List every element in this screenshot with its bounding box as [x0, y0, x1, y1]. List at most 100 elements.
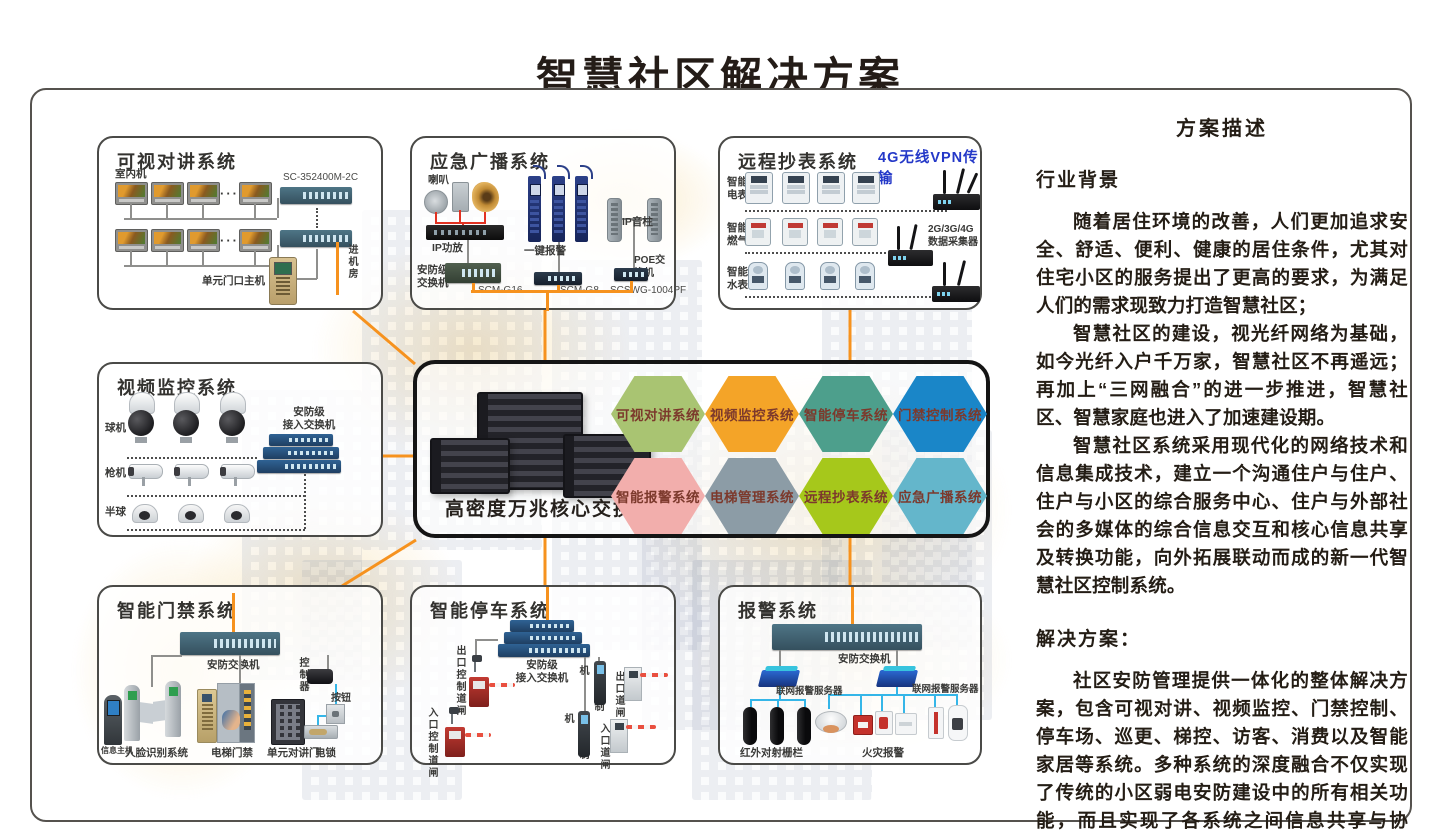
barrier-arm [489, 683, 515, 687]
ir-fence-label: 红外对射栅栏 [740, 747, 803, 759]
system-box-access: 智能门禁系统 安防交换机 信息主机 人脸识别系统 电梯门禁 单元对讲门 控制器 … [97, 585, 383, 765]
electric-meter-icon [817, 172, 845, 204]
gas-meter-icon [782, 218, 808, 246]
water-meter-icon [748, 262, 768, 290]
hexagon-label: 智能报警系统 [616, 490, 700, 505]
hexagon-label: 电梯管理系统 [710, 490, 794, 505]
lane-camera-icon [472, 655, 482, 672]
dotted-link [127, 529, 305, 531]
indoor-monitor-icon [239, 229, 272, 252]
gas-meter-icon [745, 218, 771, 246]
collector-label: 2G/3G/4G 数据采集器 [928, 224, 978, 248]
indoor-monitor-icon [187, 229, 220, 252]
hexagon-label: 智能停车系统 [804, 408, 888, 423]
box-title: 智能门禁系统 [117, 601, 237, 621]
data-collector-icon [933, 168, 980, 210]
ellipsis: ··· [220, 186, 239, 201]
industry-heading: 行业背景 [1036, 170, 1121, 191]
bullet-camera-icon [128, 464, 163, 486]
hexagon-label: 门禁控制系统 [898, 408, 982, 423]
fire-call-point-icon [853, 715, 873, 735]
dotted-link [127, 457, 257, 459]
door-host-label: 单元门口主机 [202, 275, 265, 287]
system-box-meter: 远程抄表系统 4G无线VPN传输 智能 电表 智能 燃气 智能 水表 2G/3G… [718, 136, 982, 310]
entry-barrier-label: 入口控制道闸 [426, 707, 437, 779]
hexagon-label: 应急广播系统 [898, 490, 982, 505]
ellipsis: ··· [220, 233, 239, 248]
switch-icon [498, 644, 590, 657]
water-meter-icon [785, 262, 805, 290]
sec-switch-label: 安防级 交换机 [417, 264, 449, 290]
alarm-server-icon [757, 666, 801, 687]
paragraph: 社区安防管理提供一体化的整体解决方案，包含可视对讲、视频监控、门禁控制、停车场、… [1036, 670, 1408, 831]
gas-meter-label: 智能 燃气 [727, 222, 748, 248]
switch-model-label: SC-352400M-2C [283, 172, 359, 183]
lane-controller-icon [578, 711, 590, 757]
unit-door-panel-icon [271, 699, 305, 745]
gas-meter-icon [817, 218, 843, 246]
core-switch-label: 高密度万兆核心交换机 [445, 499, 656, 520]
water-meter-label: 智能 水表 [727, 266, 748, 292]
bullet-camera-icon [174, 464, 209, 486]
data-collector-icon [932, 260, 980, 302]
exit-gate-label: 出口道闸 [613, 671, 624, 719]
switch-icon [257, 460, 341, 473]
controller-label: 控制器 [297, 657, 308, 693]
system-box-intercom: 可视对讲系统 室内机 SC-352400M-2C ··· ··· 单元门口主机 … [97, 136, 383, 310]
system-box-parking: 智能停车系统 安防级 接入交换机 出口控制道闸 入口控制道闸 出口控制机 出口道… [410, 585, 676, 779]
bullet-label: 枪机 [105, 467, 126, 479]
data-collector-icon [888, 224, 933, 266]
vpn-transmission-label: 4G无线VPN传输 [878, 150, 979, 187]
description-panel: 方案描述 行业背景 随着居住环境的改善，人们更加追求安全、舒适、便利、健康的居住… [1036, 112, 1408, 832]
paragraph: 智慧社区的建设，视光纤网络为基础，如今光纤入户千万家，智慧社区不再遥远；再加上“… [1036, 323, 1408, 428]
switch-icon [504, 632, 582, 644]
hexagon-alarm: 智能报警系统 [611, 458, 705, 534]
alarm-server-label: 联网报警服务器 [912, 684, 979, 695]
switch-icon [510, 620, 574, 632]
indoor-monitor-icon [151, 182, 184, 205]
ceiling-speaker-icon [424, 190, 448, 214]
orange-drop-line [851, 587, 854, 624]
paragraph: 智慧社区系统采用现代化的网络技术和信息集成技术，建立一个沟通住户与住户、住户与小… [1036, 435, 1408, 596]
dotted-link [745, 296, 939, 298]
hexagon-video: 视频监控系统 [705, 376, 799, 452]
info-kiosk-icon [104, 695, 122, 745]
orange-drop-line [232, 593, 235, 632]
ptz-camera-icon [127, 392, 155, 454]
to-machine-room-label: 进机房 [346, 244, 357, 280]
panel-title: 方案描述 [1176, 118, 1268, 140]
turnstile-icon [124, 685, 140, 741]
box-title: 可视对讲系统 [117, 152, 237, 172]
hexagon-elevator: 电梯管理系统 [705, 458, 799, 534]
dome-label: 半球 [105, 506, 126, 518]
box-title: 智能停车系统 [430, 601, 550, 621]
barrier-arm [640, 673, 668, 677]
unit-door-label: 单元对讲门 [267, 747, 320, 759]
alarm-pole-icon [552, 165, 570, 242]
switch-icon [180, 632, 280, 655]
fire-strobe-icon [875, 711, 893, 735]
alarm-pole-icon [575, 165, 593, 242]
horn-speaker-icon [472, 182, 499, 212]
gate-cabinet-icon [610, 719, 628, 753]
mini-dome-camera-icon [178, 504, 204, 523]
switch-icon [269, 434, 333, 446]
ptz-label: 球机 [105, 422, 126, 434]
exit-button-icon [326, 704, 345, 724]
door-contact-icon [928, 707, 944, 739]
mini-dome-camera-icon [224, 504, 250, 523]
orange-drop-line [546, 587, 549, 620]
ptz-camera-icon [218, 392, 246, 454]
switch-icon [614, 268, 648, 281]
electric-lock-icon [304, 725, 338, 739]
hexagon-access: 门禁控制系统 [893, 376, 987, 452]
barrier-cabinet-icon [469, 677, 489, 707]
switch-icon [772, 624, 922, 650]
turnstile-icon [165, 681, 181, 737]
indoor-monitor-icon [115, 229, 148, 252]
core-switch-chassis-icon [430, 438, 510, 494]
bullet-camera-icon [220, 464, 255, 486]
gas-meter-icon [852, 218, 878, 246]
switch-model-label: SCSWG-1004PF [610, 285, 687, 296]
ptz-camera-icon [172, 392, 200, 454]
